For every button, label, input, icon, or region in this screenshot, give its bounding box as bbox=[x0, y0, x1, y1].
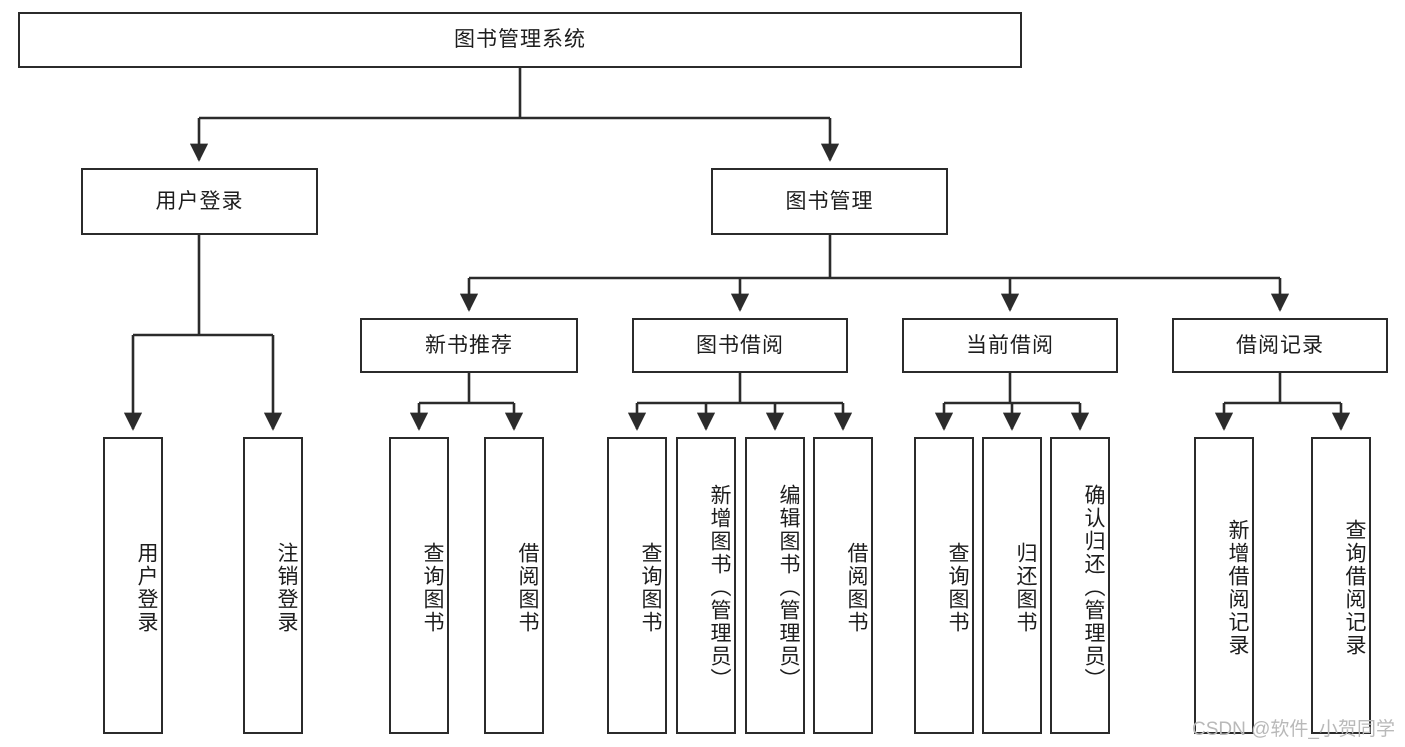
node-label: 新增借阅记录 bbox=[1226, 518, 1249, 657]
node-label: 查询图书 bbox=[421, 541, 444, 634]
node-label: 用户登录 bbox=[155, 189, 244, 213]
node-user-login[interactable]: 用户登录 bbox=[81, 168, 318, 235]
node-label: 图书管理 bbox=[785, 189, 874, 213]
node-current-borrow[interactable]: 当前借阅 bbox=[902, 318, 1118, 373]
node-label: 借阅记录 bbox=[1236, 333, 1324, 357]
node-label: 用户登录 bbox=[135, 541, 158, 634]
node-label: 借阅图书 bbox=[516, 541, 539, 634]
leaf-borrow-edit-book-admin[interactable]: 编辑图书（管理员） bbox=[745, 437, 805, 734]
node-label: 图书借阅 bbox=[696, 333, 784, 357]
node-label: 注销登录 bbox=[275, 541, 298, 634]
node-label: 查询图书 bbox=[639, 541, 662, 634]
node-label: 归还图书 bbox=[1014, 541, 1037, 634]
leaf-record-add-record[interactable]: 新增借阅记录 bbox=[1194, 437, 1254, 734]
node-label: 编辑图书（管理员） bbox=[777, 484, 800, 691]
node-label: 图书管理系统 bbox=[454, 28, 586, 52]
node-book-management[interactable]: 图书管理 bbox=[711, 168, 948, 235]
node-label: 确认归还（管理员） bbox=[1082, 484, 1105, 691]
node-new-book-recommend[interactable]: 新书推荐 bbox=[360, 318, 578, 373]
node-borrow-record[interactable]: 借阅记录 bbox=[1172, 318, 1388, 373]
node-label: 查询图书 bbox=[946, 541, 969, 634]
leaf-borrow-query-book[interactable]: 查询图书 bbox=[607, 437, 667, 734]
leaf-current-confirm-return-admin[interactable]: 确认归还（管理员） bbox=[1050, 437, 1110, 734]
leaf-current-return-book[interactable]: 归还图书 bbox=[982, 437, 1042, 734]
leaf-user-logout[interactable]: 注销登录 bbox=[243, 437, 303, 734]
node-label: 借阅图书 bbox=[845, 541, 868, 634]
csdn-watermark: CSDN @软件_小贺同学 bbox=[1192, 719, 1395, 740]
leaf-recommend-query-book[interactable]: 查询图书 bbox=[389, 437, 449, 734]
node-label: 新增图书（管理员） bbox=[708, 484, 731, 691]
node-book-borrow[interactable]: 图书借阅 bbox=[632, 318, 848, 373]
node-label: 当前借阅 bbox=[966, 333, 1054, 357]
leaf-user-login[interactable]: 用户登录 bbox=[103, 437, 163, 734]
leaf-record-query-record[interactable]: 查询借阅记录 bbox=[1311, 437, 1371, 734]
leaf-recommend-borrow-book[interactable]: 借阅图书 bbox=[484, 437, 544, 734]
leaf-borrow-add-book-admin[interactable]: 新增图书（管理员） bbox=[676, 437, 736, 734]
node-root-system[interactable]: 图书管理系统 bbox=[18, 12, 1022, 68]
node-label: 新书推荐 bbox=[425, 333, 513, 357]
leaf-current-query-book[interactable]: 查询图书 bbox=[914, 437, 974, 734]
node-label: 查询借阅记录 bbox=[1343, 518, 1366, 657]
leaf-borrow-borrow-book[interactable]: 借阅图书 bbox=[813, 437, 873, 734]
